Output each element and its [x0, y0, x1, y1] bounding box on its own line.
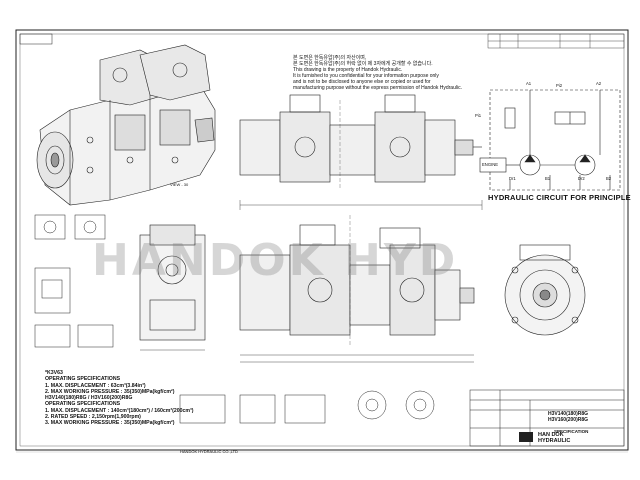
circuit-label-b1: B1 — [545, 176, 551, 181]
bottom-detail-views — [179, 390, 435, 424]
watermark: HANDOK HYD — [92, 235, 459, 286]
notice-line: manufacturing purpose without the expres… — [293, 85, 462, 91]
company-line: HAN DOK — [538, 432, 564, 438]
spec-b3: 3. MAX WORKING PRESSURE : 35(350)MPa(kgf… — [45, 420, 175, 427]
flange-detail-views — [34, 214, 114, 348]
title-block-spec: SPECIFICATION — [554, 429, 589, 434]
operating-specifications: *K3V63 OPERATING SPECIFICATIONS 1. MAX. … — [45, 370, 193, 427]
pump-isometric-view — [36, 44, 216, 206]
circuit-label-a2: A2 — [596, 81, 602, 86]
title-block-models: H3V140(180)R8G H3V160(200)R8G — [548, 411, 589, 423]
notice-line: It is furnished to you confidential for … — [293, 73, 439, 79]
company-line: HYDRAULIC — [538, 438, 571, 444]
view-label: VIEW - 30 — [170, 182, 189, 187]
notice-line: 본 도면은 한독유압(주)의 허락 없이 제 3자에게 공개할 수 없습니다. — [293, 61, 433, 67]
spec-title-b: OPERATING SPECIFICATIONS — [45, 401, 121, 408]
pump-main-side-view — [239, 215, 475, 363]
notice-line: This drawing is the property of Handok H… — [293, 67, 403, 73]
footer-text: HANDOK HYDRAULIC CO.,LTD — [180, 449, 238, 454]
company-logo — [519, 432, 533, 442]
circuit-label-pi2: Pi2 — [556, 83, 563, 88]
notice-line: 본 도면은 한독유압(주)의 자산이며, — [293, 55, 367, 61]
title-block-company: HAN DOK HYDRAULIC — [538, 432, 570, 444]
outer-frame — [15, 29, 629, 451]
circuit-label-dr2: Dr2 — [578, 176, 585, 181]
spec-b2: 2. RATED SPEED : 2,150rpm(1,900rpm) — [45, 414, 141, 421]
spec-a1: 1. MAX. DISPLACEMENT : 63cm³(3.84in³) — [45, 382, 146, 389]
model-line: H3V140(180)R8G — [548, 411, 589, 417]
model-line: H3V160(200)R8G — [548, 416, 589, 423]
spec-model-a: *K3V63 — [45, 370, 63, 376]
confidentiality-notice: 본 도면은 한독유압(주)의 자산이며, 본 도면은 한독유압(주)의 허락 없… — [293, 55, 462, 91]
hydraulic-circuit-title: HYDRAULIC CIRCUIT FOR PRINCIPLE — [488, 193, 631, 202]
circuit-label-a1: A1 — [526, 81, 532, 86]
spec-a2: 2. MAX WORKING PRESSURE : 35(350)MPa(kgf… — [45, 388, 175, 395]
spec-title-a: OPERATING SPECIFICATIONS — [45, 376, 121, 383]
circuit-label-b2: B2 — [606, 176, 612, 181]
spec-b1: 1. MAX. DISPLACEMENT : 140cm³(180cm³) / … — [45, 407, 194, 414]
pump-side-view-top — [239, 94, 483, 210]
circuit-label-pi1: Pi1 — [475, 113, 482, 118]
circuit-label-engine: ENGINE — [482, 162, 499, 167]
pump-end-view — [504, 244, 586, 336]
corner-stamp — [19, 33, 53, 45]
spec-model-b: H3V140(180)R8G / H3V160(200)R8G — [45, 395, 133, 402]
pump-front-view — [139, 224, 206, 351]
inner-frame — [19, 33, 625, 447]
notice-line: and is not to be disclosed to anyone els… — [293, 79, 431, 85]
revision-table — [487, 33, 625, 49]
title-block — [469, 389, 625, 447]
circuit-label-dr1: Dr1 — [509, 176, 516, 181]
hydraulic-circuit — [479, 89, 621, 191]
